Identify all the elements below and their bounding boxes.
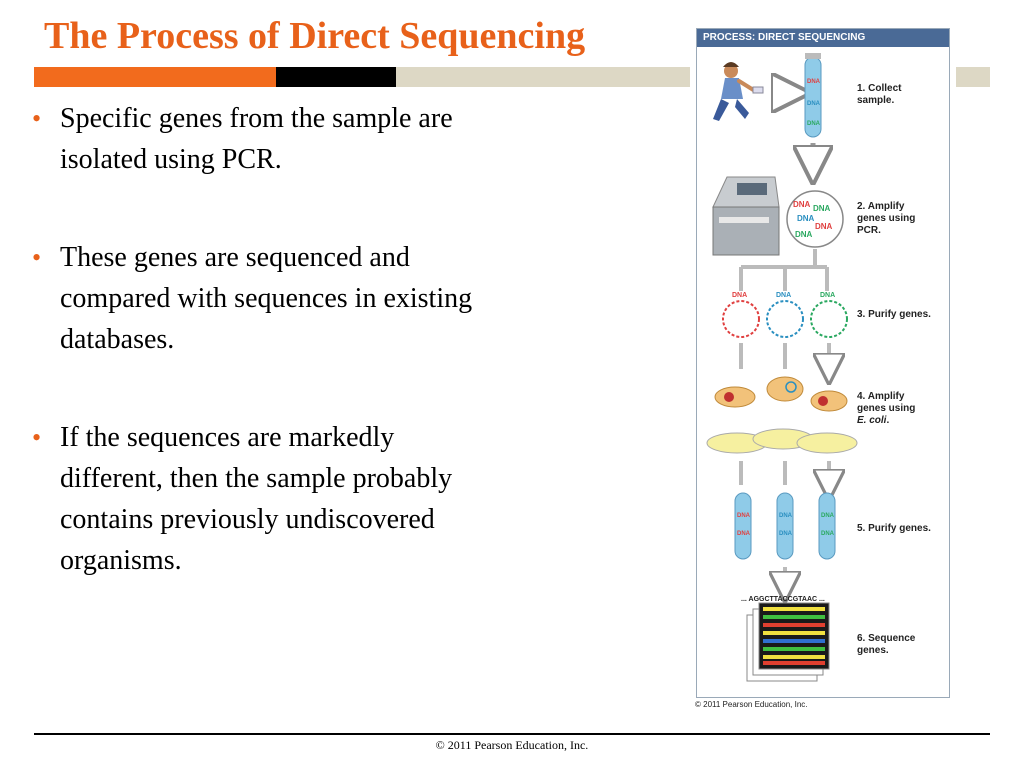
pcr-machine-icon xyxy=(712,176,780,256)
step-3-label: 3. Purify genes. xyxy=(857,309,931,320)
dna-tag: DNA xyxy=(813,204,831,213)
step-6-line1: 6. Sequence xyxy=(857,633,916,644)
step-2-line2: genes using xyxy=(857,213,915,224)
bullet-dot-icon: • xyxy=(32,423,42,452)
figure-credit: © 2011 Pearson Education, Inc. xyxy=(695,700,808,709)
slide-title: The Process of Direct Sequencing xyxy=(44,15,586,57)
dna-tag: DNA xyxy=(820,292,835,299)
slide-footer: © 2011 Pearson Education, Inc. xyxy=(435,738,589,752)
bullet-item: • Specific genes from the sample are isol… xyxy=(30,98,500,180)
title-bar-tan xyxy=(396,67,690,87)
person-collecting-icon xyxy=(713,62,764,121)
bullet-item: • These genes are sequenced and compared … xyxy=(30,237,500,360)
step-2-line1: 2. Amplify xyxy=(857,201,905,212)
dna-tag: DNA xyxy=(737,513,751,519)
title-bar-black xyxy=(276,67,396,87)
process-diagram: DNA DNA DNA 1. Collect sample. DNA DNA D… xyxy=(706,53,931,682)
dna-tag: DNA xyxy=(779,513,793,519)
dna-tag: DNA xyxy=(807,121,821,127)
bullet-text: Specific genes from the sample are isola… xyxy=(60,103,453,175)
title-bar-tan-right xyxy=(956,67,990,87)
dna-tag: DNA xyxy=(732,292,747,299)
dna-tag: DNA xyxy=(815,222,833,231)
step-4-organism: E. coli xyxy=(857,415,887,426)
step-2-line3: PCR. xyxy=(857,225,881,236)
bullet-dot-icon: • xyxy=(32,243,42,272)
dna-tag: DNA xyxy=(821,531,835,537)
dna-tag: DNA xyxy=(779,531,793,537)
dna-tag: DNA xyxy=(807,101,821,107)
step-4-line3: E. coli. xyxy=(857,415,889,426)
sequence-gel-icon xyxy=(746,602,830,682)
title-bar-orange xyxy=(34,67,276,87)
purified-gene-ring: DNA xyxy=(810,292,848,338)
bullet-dot-icon: • xyxy=(32,104,42,133)
sample-tube-icon: DNA DNA DNA xyxy=(804,53,822,138)
dna-tag: DNA xyxy=(821,513,835,519)
ecoli-culture-icon xyxy=(706,376,858,454)
bullet-text: These genes are sequenced and compared w… xyxy=(60,242,473,355)
step-4-line2: genes using xyxy=(857,403,915,414)
dna-tag: DNA xyxy=(776,292,791,299)
dna-mix-icon: DNA DNA DNA DNA DNA xyxy=(786,190,844,248)
dna-tag: DNA xyxy=(737,531,751,537)
step-1-line2: sample. xyxy=(857,95,894,106)
footer-rule xyxy=(34,733,990,735)
bullet-text: If the sequences are markedly different,… xyxy=(60,422,453,576)
process-figure: PROCESS: DIRECT SEQUENCING DNA DNA DNA 1… xyxy=(696,28,950,698)
sequence-readout: ... AGGCTTACCGTAAC ... xyxy=(741,596,825,603)
step-1-line1: 1. Collect xyxy=(857,83,902,94)
purified-gene-ring: DNA xyxy=(766,292,804,338)
bullet-item: • If the sequences are markedly different… xyxy=(30,417,500,581)
figure-header: PROCESS: DIRECT SEQUENCING xyxy=(697,29,949,47)
step-4-suffix: . xyxy=(886,415,889,426)
bullet-list: • Specific genes from the sample are isol… xyxy=(30,98,500,638)
dna-tag: DNA xyxy=(807,79,821,85)
dna-tag: DNA xyxy=(797,214,815,223)
dna-tag: DNA xyxy=(793,200,811,209)
step-5-label: 5. Purify genes. xyxy=(857,523,931,534)
step-4-line1: 4. Amplify xyxy=(857,391,905,402)
purified-tubes-icon: DNA DNA DNA DNA DNA DNA xyxy=(734,492,836,560)
step-6-line2: genes. xyxy=(857,645,889,656)
dna-tag: DNA xyxy=(795,230,813,239)
purified-gene-ring: DNA xyxy=(722,292,760,338)
